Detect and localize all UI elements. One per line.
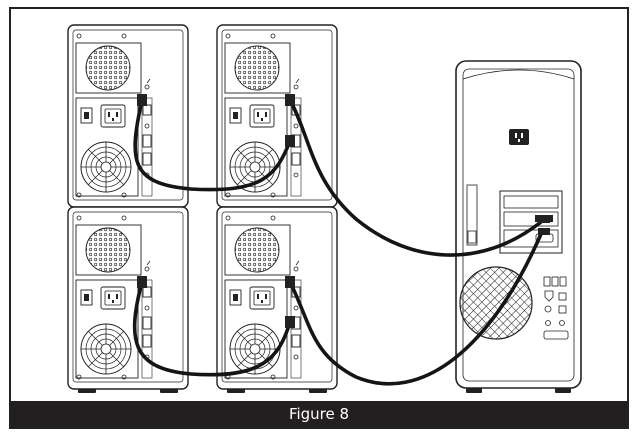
figure-frame: Figure 8 [9,7,629,429]
storage-enclosure-bottom-right [216,206,338,394]
figure-caption: Figure 8 [11,401,627,427]
storage-enclosure-top-right [216,24,338,212]
cable-bottom-to-host [288,232,543,386]
cable-top-to-host [288,98,543,257]
storage-enclosure-bottom-left [67,206,189,394]
cables [132,98,543,386]
tower-computer [455,60,582,393]
storage-enclosure-top-left [67,24,189,212]
figure-illustration [67,24,582,394]
power-socket-icon [509,129,529,145]
cable-top-daisy-chain [133,98,292,192]
cable-bottom-daisy-chain [132,280,292,377]
